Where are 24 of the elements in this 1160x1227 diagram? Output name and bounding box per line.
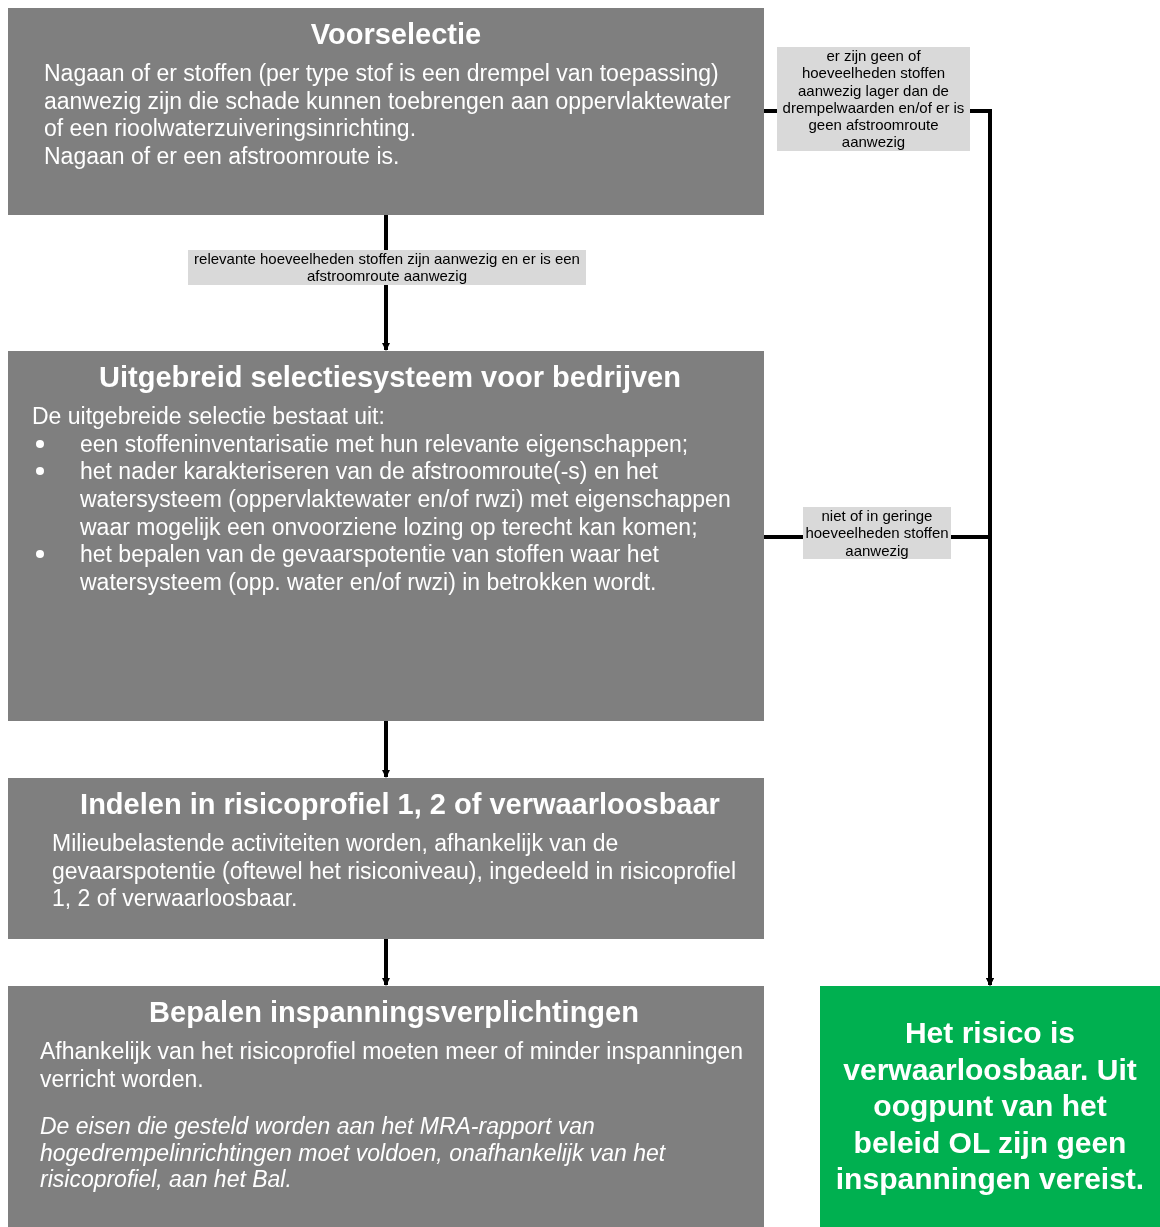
box-heading: Uitgebreid selectiesysteem voor bedrijven — [98, 360, 682, 395]
edge-label: niet of in geringe hoeveelheden stoffen aanwezig — [803, 507, 951, 559]
process-box — [8, 8, 764, 215]
box-heading: Bepalen inspanningsverplichtingen — [148, 995, 640, 1030]
result-text: Het risico is verwaarloosbaar. Uit oogpunt van het beleid OL zijn geen inspanningen vereist. — [834, 1015, 1146, 1198]
body-text: Afhankelijk van het risicoprofiel moeten meer of minder inspanningen verricht worden. — [40, 1038, 745, 1094]
process-box — [8, 351, 764, 721]
box-heading: Indelen in risicoprofiel 1, 2 of verwaarloosbaar — [79, 787, 721, 822]
box-heading: Voorselectie — [309, 17, 483, 52]
result-box — [820, 986, 1160, 1227]
process-box — [8, 986, 764, 1227]
edge-label: relevante hoeveelheden stoffen zijn aanwezig en er is een afstroomroute aanwezig — [188, 250, 586, 285]
body-text: Milieubelastende activiteiten worden, afhankelijk van de gevaarspotentie (oftewel het risiconiveau), ingedeeld in risicoprofiel 1, 2 of verwaarloosbaar. — [52, 830, 737, 914]
bullet-text: het bepalen van de gevaarspotentie van stoffen waar het watersysteem (opp. water en/of rwzi) in betrokken wordt. — [80, 541, 660, 597]
note-text: De eisen die gesteld worden aan het MRA-rapport van hogedrempelinrichtingen moet voldoen, onafhankelijk van het risicoprofiel, aan het Bal. — [40, 1113, 667, 1193]
body-text: De uitgebreide selectie bestaat uit: — [32, 403, 386, 431]
body-text: Nagaan of er stoffen (per type stof is een drempel van toepassing) aanwezig zijn die schade kunnen toebrengen aan oppervlaktewater of een rioolwaterzuiveringsinrichting. — [44, 60, 732, 144]
bullet-text: het nader karakteriseren van de afstroomroute(-s) en het watersysteem (oppervlaktewater en/of rwzi) met eigenschappen waar mogelijk een onvoorziene lozing op terecht kan komen; — [80, 458, 732, 542]
bullet-text: een stoffeninventarisatie met hun relevante eigenschappen; — [80, 430, 689, 459]
edge-label: er zijn geen of hoeveelheden stoffen aanwezig lager dan de drempelwaarden en/of er is geen afstroomroute aanwezig — [777, 47, 970, 151]
process-box — [8, 778, 764, 939]
arrow — [382, 939, 390, 986]
body-text: Nagaan of er een afstroomroute is. — [44, 143, 401, 171]
arrow — [382, 721, 390, 778]
